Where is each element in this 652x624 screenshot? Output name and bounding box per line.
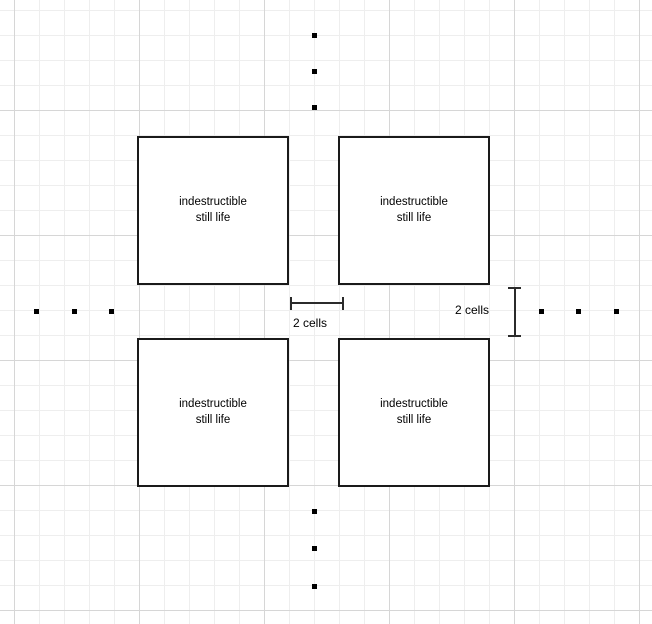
still-life-label-line1: indestructible — [179, 195, 247, 208]
still-life-label-line2: still life — [195, 211, 231, 224]
still-life-label-line2: still life — [195, 413, 231, 426]
still-life-box-top-left[interactable]: indestructible still life — [137, 136, 289, 285]
ellipsis-dot — [539, 309, 544, 314]
ellipsis-dot — [312, 546, 317, 551]
dimension-label-vertical: 2 cells — [455, 303, 490, 317]
dimension-cap-bottom — [508, 335, 521, 337]
ellipsis-dot — [312, 105, 317, 110]
dimension-line — [290, 302, 344, 304]
ellipsis-dot — [34, 309, 39, 314]
dimension-line — [514, 287, 516, 337]
ellipsis-dot — [576, 309, 581, 314]
dimension-cap-right — [342, 297, 344, 310]
still-life-box-bottom-left[interactable]: indestructible still life — [137, 338, 289, 487]
still-life-label-line1: indestructible — [380, 195, 448, 208]
still-life-label-line1: indestructible — [179, 397, 247, 410]
ellipsis-dot — [72, 309, 77, 314]
ellipsis-dot — [312, 69, 317, 74]
ellipsis-dot — [312, 509, 317, 514]
ellipsis-dot — [312, 584, 317, 589]
still-life-box-bottom-right[interactable]: indestructible still life — [338, 338, 490, 487]
still-life-label-line2: still life — [396, 413, 432, 426]
dimension-label-horizontal: 2 cells — [293, 316, 328, 330]
ellipsis-dot — [312, 33, 317, 38]
still-life-box-top-right[interactable]: indestructible still life — [338, 136, 490, 285]
ellipsis-dot — [614, 309, 619, 314]
ellipsis-dot — [109, 309, 114, 314]
still-life-label-line2: still life — [396, 211, 432, 224]
still-life-label-line1: indestructible — [380, 397, 448, 410]
